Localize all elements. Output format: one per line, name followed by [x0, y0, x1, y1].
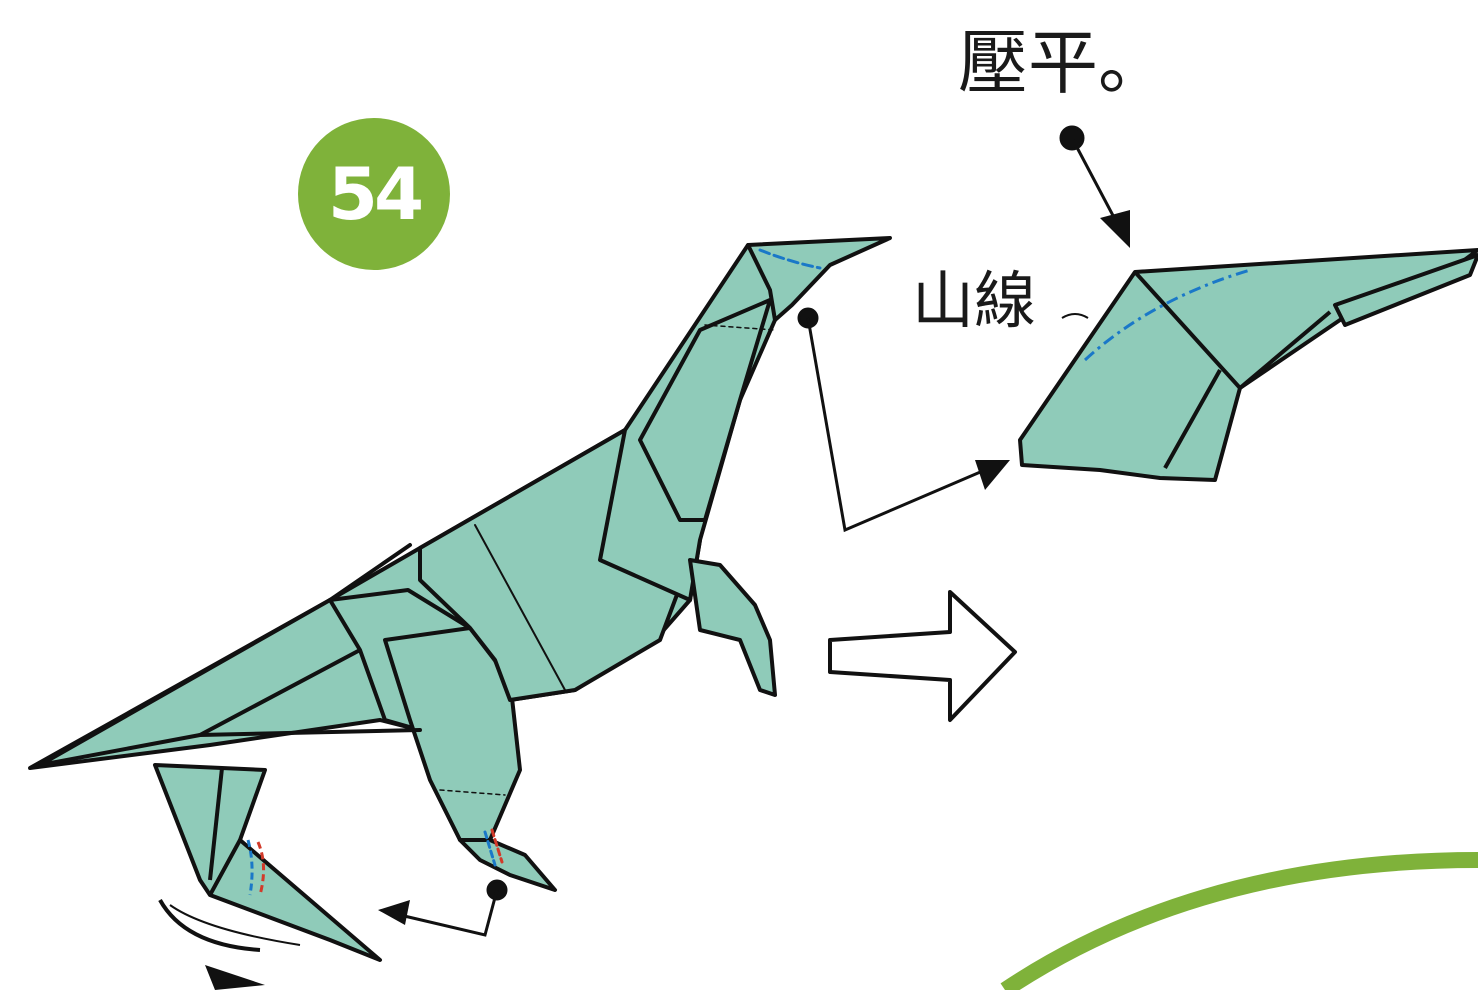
next-step-arrow [828, 590, 1017, 722]
crease-line [439, 789, 506, 796]
head-pointer-arrow [797, 307, 1010, 533]
fold-line [208, 767, 224, 881]
step-number-badge: 54 [298, 118, 450, 270]
step-number: 54 [327, 152, 424, 236]
mountain-fold-line [246, 839, 254, 896]
foot-pointer-arrow [378, 879, 508, 937]
fold-line [1238, 310, 1332, 390]
valley-fold-line [256, 841, 265, 896]
mountain-label-leader [1061, 313, 1089, 319]
head-detail [1018, 248, 1478, 482]
flatten-instruction: 壓平。 [958, 22, 1168, 104]
decorative-curve [1000, 852, 1478, 990]
fold-line [474, 524, 566, 691]
neck-inner-fold [638, 298, 772, 522]
fold-line [1133, 270, 1242, 390]
mountain-fold-line [758, 248, 822, 270]
mountain-fold-line [483, 830, 497, 867]
foot-detail-shape [153, 763, 382, 962]
hind-foot [458, 838, 557, 892]
dinosaur-model [28, 236, 892, 892]
fold-line [198, 728, 422, 737]
front-arm [688, 558, 777, 697]
fold-line [208, 839, 242, 896]
valley-fold-line [490, 828, 504, 864]
crease-line [704, 324, 776, 331]
flatten-pointer-arrow [1059, 125, 1130, 248]
foot-detail [153, 763, 382, 962]
mountain-fold-label: 山線 [912, 264, 1037, 337]
fold-line [328, 543, 412, 602]
fold-line [1163, 369, 1222, 469]
rotate-arrow [158, 899, 301, 990]
jaw-panel [1333, 253, 1478, 327]
arrow-head [205, 965, 265, 990]
